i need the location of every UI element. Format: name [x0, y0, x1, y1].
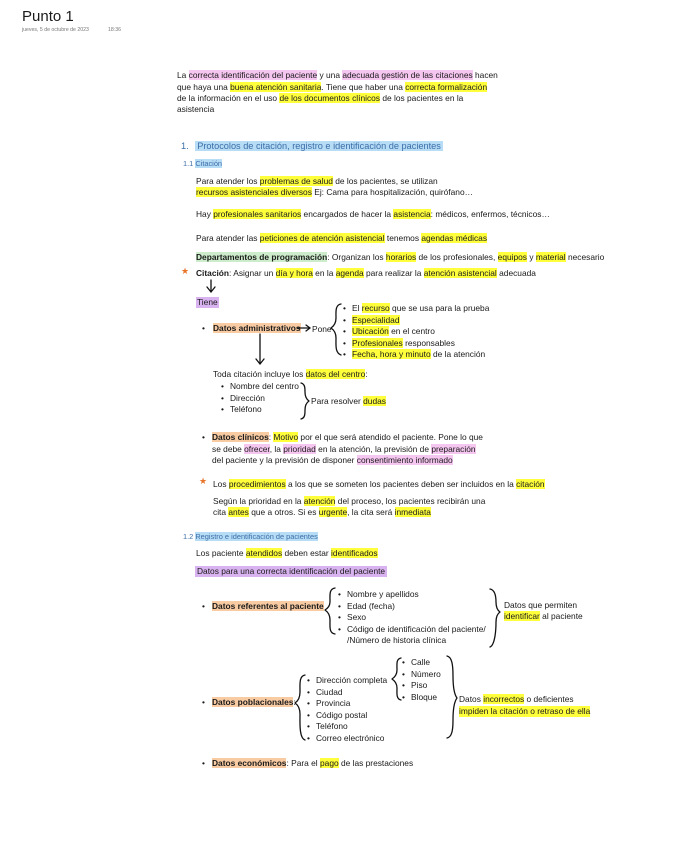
subsection-heading-citacion: 1.1 Citación	[183, 159, 223, 168]
proc-line-3: cita antes que a otros. Si es urgente, l…	[213, 507, 431, 517]
list-item: •Código postal	[307, 709, 368, 720]
poblacionales-bullet: •Datos poblacionales:	[202, 697, 296, 707]
list-item: •Ubicación en el centro	[343, 326, 435, 336]
list-item: •Fecha, hora y minuto de la atención	[343, 349, 486, 359]
list-item: •Sexo	[338, 612, 367, 622]
centro-list: •Nombre del centro •Dirección •Teléfono	[221, 381, 299, 416]
list-item: •Número	[402, 668, 441, 679]
list-item: •Piso	[402, 680, 428, 690]
tiene-label: Tiene	[196, 297, 219, 308]
referentes-note-1: Datos que permiten	[504, 600, 578, 610]
list-item: •Calle	[402, 657, 431, 667]
clinicos-line-1: •Datos clínicos: Motivo por el que será …	[202, 432, 483, 442]
list-item: •Dirección	[221, 392, 265, 403]
proc-line-2: Según la prioridad en la atención del pr…	[213, 496, 486, 506]
admin-bullet: •Datos administrativos	[202, 323, 301, 333]
page-time: 18:36	[108, 27, 121, 33]
list-item: •Provincia	[307, 698, 351, 708]
resolver-dudas: Para resolver dudas	[311, 396, 386, 406]
brace-icon	[330, 303, 342, 356]
brace-icon	[489, 588, 501, 648]
referentes-bullet: •Datos referentes al paciente	[202, 601, 324, 611]
clinicos-line-3: del paciente y la previsión de disponer …	[212, 455, 453, 465]
poblacionales-list: •Dirección completa •Ciudad •Provincia •…	[307, 675, 388, 744]
paragraph-departamentos: Departamentos de programación: Organizan…	[196, 252, 605, 262]
direccion-sublist: •Calle •Número •Piso •Bloque	[402, 657, 441, 703]
datos-identificacion-heading: Datos para una correcta identificación d…	[195, 566, 388, 577]
brace-icon	[324, 587, 336, 635]
intro-line-3: de la información en el uso de los docum…	[177, 93, 464, 103]
referentes-list: •Nombre y apellidos •Edad (fecha) •Sexo …	[338, 589, 486, 647]
intro-line-1: La correcta identificación del paciente …	[177, 70, 498, 80]
brace-icon	[446, 655, 458, 739]
list-item: •Nombre del centro	[221, 381, 299, 391]
star-icon: ★	[181, 267, 190, 277]
proc-line-1: Los procedimientos a los que se someten …	[213, 479, 545, 489]
registro-text: Los paciente atendidos deben estar ident…	[196, 548, 378, 558]
intro-line-4: asistencia	[177, 104, 215, 114]
list-item: •El recurso que se usa para la prueba	[343, 303, 490, 313]
intro-line-2: que haya una buena atención sanitaria. T…	[177, 82, 488, 92]
paragraph-citacion-def: Citación: Asignar un día y hora en la ag…	[196, 268, 536, 278]
list-item: •Teléfono	[221, 404, 262, 414]
page-title: Punto 1	[22, 8, 74, 25]
paragraph-recursos-1: Para atender los problemas de salud de l…	[196, 176, 438, 186]
paragraph-profesionales: Hay profesionales sanitarios encargados …	[196, 209, 550, 219]
list-item: •Código de identificación del paciente/	[338, 623, 486, 634]
list-item: •Teléfono	[307, 721, 348, 731]
economicos-bullet: •Datos económicos: Para el pago de las p…	[202, 758, 414, 768]
list-item: •Nombre y apellidos	[338, 589, 419, 599]
brace-icon	[300, 382, 310, 420]
section-heading: 1. Protocolos de citación, registro e id…	[181, 141, 443, 151]
page-date: jueves, 5 de octubre de 2023	[22, 27, 89, 33]
star-icon: ★	[199, 477, 208, 487]
list-item: /Número de historia clínica	[347, 635, 447, 645]
poblacionales-note-2: impiden la citación o retraso de ella	[459, 706, 591, 717]
list-item: •Bloque	[402, 691, 438, 702]
brace-icon	[294, 674, 306, 741]
pone-label: Pone	[312, 324, 332, 334]
list-item: •Correo electrónico	[307, 732, 385, 743]
toda-citacion-text: Toda citación incluye los datos del cent…	[213, 369, 368, 379]
referentes-note-2: identificar al paciente	[504, 611, 583, 621]
paragraph-agendas: Para atender las peticiones de atención …	[196, 233, 488, 243]
list-item: •Edad (fecha)	[338, 600, 395, 611]
list-item: •Ciudad	[307, 686, 343, 697]
subsection-heading-registro: 1.2 Registro e identificación de pacient…	[183, 532, 318, 541]
list-item: •Profesionales responsables	[343, 337, 455, 348]
list-item: •Dirección completa	[307, 675, 388, 685]
poblacionales-note-1: Datos incorrectos o deficientes	[459, 694, 574, 704]
list-item: •Especialidad	[343, 314, 400, 325]
paragraph-recursos-2: recursos asistenciales diversos Ej: Cama…	[196, 187, 473, 197]
clinicos-line-2: se debe ofrecer, la prioridad en la aten…	[212, 444, 476, 454]
admin-list: •El recurso que se usa para la prueba •E…	[343, 303, 490, 361]
brace-icon	[391, 657, 402, 701]
